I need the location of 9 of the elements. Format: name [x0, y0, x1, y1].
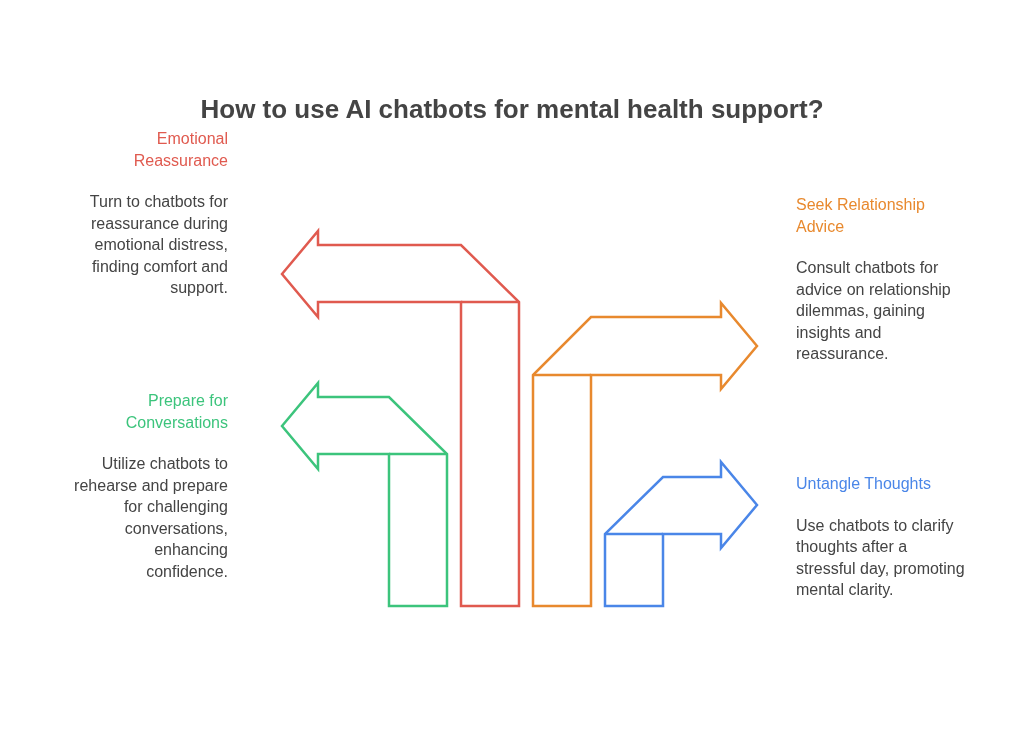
description: Use chatbots to clarify thoughts after a stressful day, promoting mental clarity.	[796, 515, 966, 600]
heading: Emotional Reassurance	[132, 129, 228, 171]
description: Consult chatbots for advice on relationship dilemmas, gaining insights and reassurance.	[796, 258, 952, 364]
description: Utilize chatbots to rehearse and prepare for challenging conversations, enhancing confidence.	[73, 454, 228, 582]
heading: Prepare for Conversations	[124, 391, 228, 433]
description: Turn to chatbots for reassurance during emotional distress, finding comfort and support.	[88, 192, 228, 298]
heading: Untangle Thoughts	[796, 474, 931, 494]
title: How to use AI chatbots for mental health support?	[199, 93, 825, 126]
heading: Seek Relationship Advice	[796, 195, 926, 237]
